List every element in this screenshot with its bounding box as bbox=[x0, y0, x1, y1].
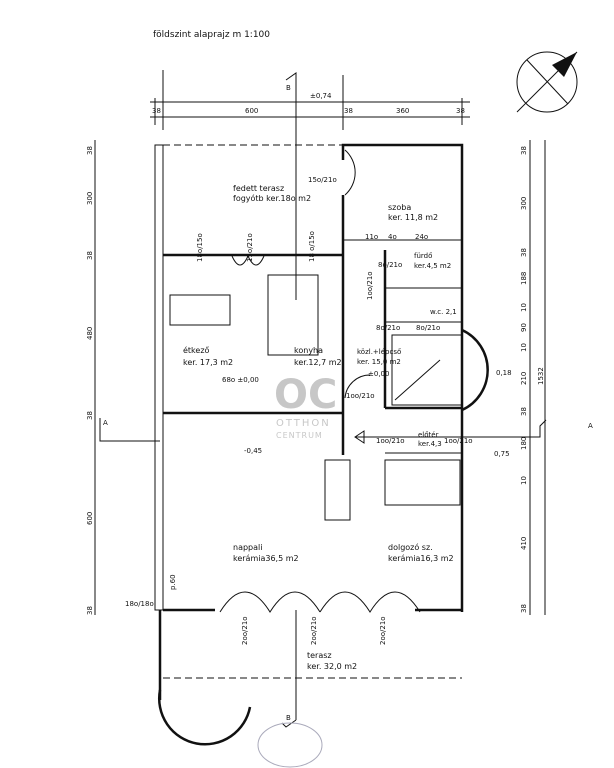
room-study: dolgozó sz. bbox=[388, 542, 433, 552]
plan-label: 38 bbox=[86, 146, 94, 155]
plan-label: 2oo/21o bbox=[241, 616, 249, 645]
watermark-logo: OC OTTHON CENTRUM bbox=[274, 372, 337, 440]
plan-label: 10 bbox=[520, 476, 528, 485]
plan-label: OTTHON bbox=[276, 418, 331, 429]
plan-label: 18o/18o bbox=[125, 600, 154, 608]
room-bedroom: szoba bbox=[388, 203, 411, 212]
plan-label: 18 o/15o bbox=[308, 231, 316, 262]
plan-label: ker.4,3 bbox=[418, 440, 442, 448]
plan-label: A bbox=[103, 419, 108, 427]
plan-label: kerámia36,5 m2 bbox=[233, 554, 299, 563]
plan-label: 210 bbox=[520, 372, 528, 385]
plan-label: ker. 11,8 m2 bbox=[388, 213, 438, 222]
plan-label: 10 bbox=[520, 343, 528, 352]
plan-label: 38 bbox=[520, 146, 528, 155]
plan-label: 24o bbox=[415, 233, 428, 241]
plan-label: 38 bbox=[456, 107, 465, 115]
total-dimension: 1532 bbox=[537, 367, 545, 385]
plan-label: OC bbox=[274, 372, 337, 418]
plan-label: kerámia16,3 m2 bbox=[388, 554, 454, 563]
plan-label: 38 bbox=[86, 251, 94, 260]
plan-label: 10 bbox=[520, 303, 528, 312]
plan-title: földszint alaprajz m 1:100 bbox=[153, 30, 270, 40]
room-labels: fedett terasz fogyótb ker.18o m2 szoba k… bbox=[183, 184, 457, 671]
plan-label: ker.4,5 m2 bbox=[414, 262, 451, 270]
plan-label: 8o/21o bbox=[416, 324, 440, 332]
plan-label: -0,45 bbox=[244, 447, 262, 455]
room-hall-stairs: közl.+lépcső bbox=[357, 347, 401, 356]
plan-label: 38 bbox=[344, 107, 353, 115]
stamp bbox=[257, 722, 323, 768]
room-terrace: terasz bbox=[307, 651, 332, 660]
plan-label: B bbox=[286, 714, 291, 722]
plan-label: 8o/21o bbox=[376, 324, 400, 332]
plan-label: fogyótb ker.18o m2 bbox=[233, 193, 311, 203]
plan-label: B bbox=[286, 84, 291, 92]
plan-label: CENTRUM bbox=[276, 431, 323, 440]
plan-label: 1oo/21o bbox=[366, 271, 374, 300]
plan-label: 4o bbox=[388, 233, 397, 241]
room-wc: w.c. 2,1 bbox=[430, 308, 457, 316]
plan-label: 0,18 bbox=[496, 369, 512, 377]
section-line-b: B B bbox=[281, 72, 297, 728]
plan-label: 90 bbox=[520, 323, 528, 332]
room-dining: étkező bbox=[183, 345, 210, 355]
plan-label: 1oo/21o bbox=[444, 437, 473, 445]
plan-label: 15o/21o bbox=[246, 233, 254, 262]
plan-label: 180 bbox=[520, 437, 528, 450]
plan-label: 410 bbox=[520, 537, 528, 550]
room-bathroom: fürdő bbox=[414, 251, 432, 260]
plan-label: 2oo/21o bbox=[379, 616, 387, 645]
left-dimensions: 38 300 38 480 38 600 38 A 18o/18o bbox=[86, 140, 160, 615]
plan-label: 300 bbox=[520, 197, 528, 210]
plan-label: ker. 15,0 m2 bbox=[357, 358, 401, 366]
plan-label: ker.12,7 m2 bbox=[294, 358, 342, 367]
level-top: ±0,74 bbox=[310, 92, 332, 100]
plan-label: 480 bbox=[86, 327, 94, 340]
plan-label: 18o/15o bbox=[196, 233, 204, 262]
plan-label: 8o/21o bbox=[378, 261, 402, 269]
plan-label: ker. 17,3 m2 bbox=[183, 358, 233, 367]
plan-label: 38 bbox=[520, 407, 528, 416]
plan-label: 600 bbox=[245, 107, 258, 115]
doors bbox=[219, 149, 421, 613]
plan-label: 1oo/21o bbox=[376, 437, 405, 445]
plan-label: 300 bbox=[86, 192, 94, 205]
plan-label: 600 bbox=[86, 512, 94, 525]
plan-label: A bbox=[588, 422, 593, 430]
walls bbox=[154, 143, 489, 746]
plan-label: 38 bbox=[152, 107, 161, 115]
plan-label: 0,75 bbox=[494, 450, 510, 458]
room-kitchen: konyha bbox=[294, 346, 323, 355]
plan-label: 15o/21o bbox=[308, 176, 337, 184]
plan-label: 38 bbox=[86, 411, 94, 420]
plan-label: 68o ±0,00 bbox=[222, 376, 259, 384]
opening-labels: 15o/21o 18o/15o 15o/21o 18 o/15o 11o 4o … bbox=[169, 176, 512, 645]
plan-label: 1oo/21o bbox=[346, 392, 375, 400]
room-covered-terrace: fedett terasz bbox=[233, 184, 284, 193]
plan-label: ±0,00 bbox=[368, 370, 389, 378]
plan-label: 38 bbox=[86, 606, 94, 615]
room-living: nappali bbox=[233, 543, 262, 552]
right-dimensions: 38 300 38 188 10 90 10 210 38 180 10 410… bbox=[354, 140, 593, 615]
north-arrow-icon bbox=[516, 51, 578, 113]
top-dimensions: 38 600 38 360 38 ±0,74 bbox=[150, 70, 470, 130]
plan-label: p.60 bbox=[169, 574, 177, 590]
plan-label: 38 bbox=[520, 248, 528, 257]
plan-label: 2oo/21o bbox=[310, 616, 318, 645]
plan-label: 360 bbox=[396, 107, 409, 115]
plan-label: ker. 32,0 m2 bbox=[307, 662, 357, 671]
plan-label: 38 bbox=[520, 604, 528, 613]
room-vestibule: előtér bbox=[418, 430, 439, 439]
plan-label: 188 bbox=[520, 272, 528, 285]
plan-label: 11o bbox=[365, 233, 378, 241]
